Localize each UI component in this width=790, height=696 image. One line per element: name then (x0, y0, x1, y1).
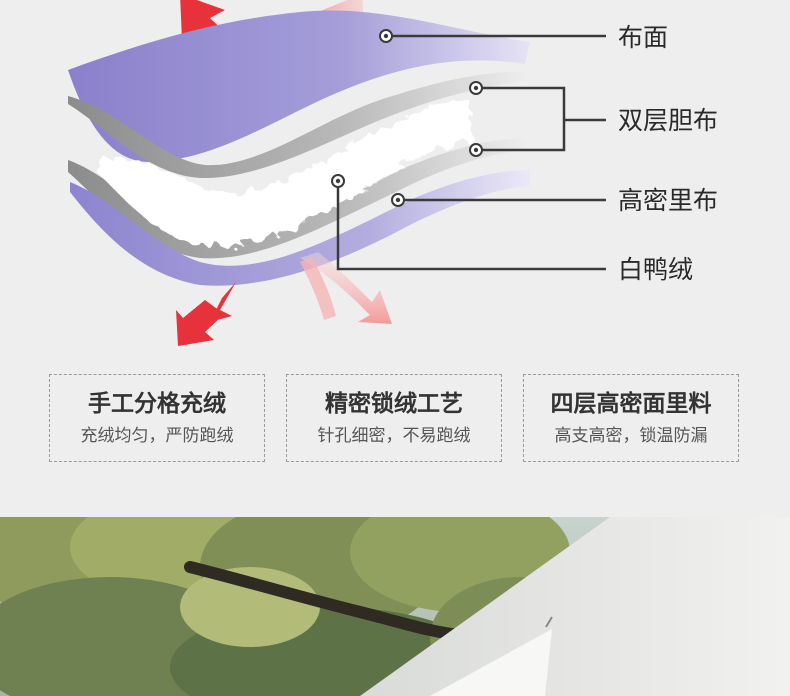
feature-card-four-layer: 四层高密面里料 高支高密，锁温防漏 (523, 374, 739, 462)
layer-outer-fabric (68, 10, 530, 163)
label-high-density-lining: 高密里布 (618, 186, 719, 215)
layer-white-down (100, 100, 470, 246)
leader-double-lining (476, 86, 606, 152)
feature-subtitle: 高支高密，锁温防漏 (554, 426, 708, 446)
heat-arrow-pink-icon (300, 252, 392, 324)
fabric-layer-diagram (68, 0, 606, 346)
white-wall (360, 517, 790, 696)
feature-card-down-lock: 精密锁绒工艺 针孔细密，不易跑绒 (286, 374, 502, 462)
feature-title: 手工分格充绒 (88, 391, 226, 417)
heat-arrow-bottom-icon (176, 282, 236, 346)
feature-subtitle: 充绒均匀，严防跑绒 (80, 426, 234, 446)
feature-title: 四层高密面里料 (550, 391, 712, 417)
label-white-down: 白鸭绒 (618, 255, 694, 284)
feature-subtitle: 针孔细密，不易跑绒 (317, 426, 471, 446)
layer-lining-1 (68, 71, 528, 178)
feature-title: 精密锁绒工艺 (325, 391, 463, 417)
outdoor-photo (0, 517, 790, 696)
label-double-lining: 双层胆布 (618, 106, 719, 135)
leader-white-down (336, 181, 606, 271)
tree-branch (184, 561, 466, 641)
label-outer-fabric: 布面 (618, 23, 669, 52)
feature-card-hand-quilted: 手工分格充绒 充绒均匀，严防跑绒 (49, 374, 265, 462)
hanging-cloth (430, 629, 552, 696)
leader-lines (336, 34, 606, 271)
layer-lining-2 (68, 138, 528, 259)
